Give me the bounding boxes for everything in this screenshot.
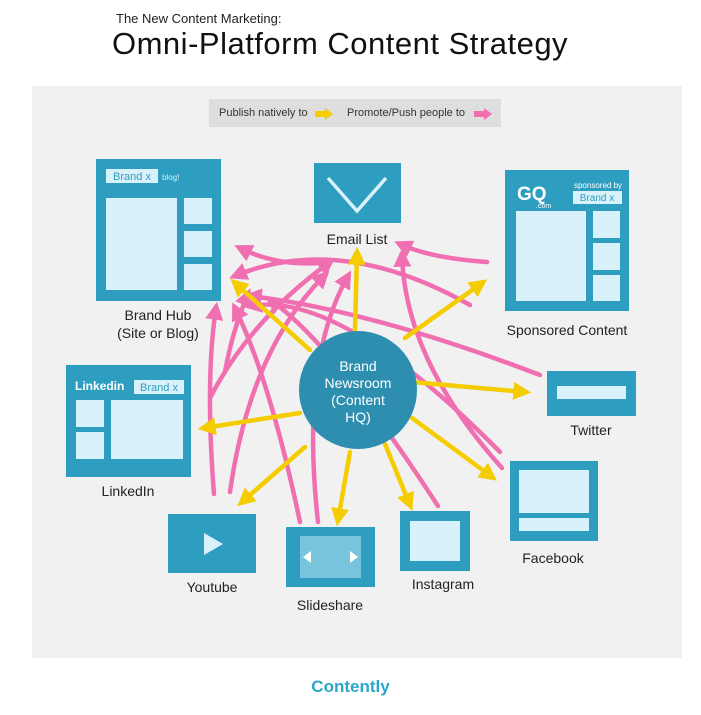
publish-arrows (197, 246, 532, 527)
instagram-node: Instagram (400, 511, 474, 592)
play-icon (204, 533, 223, 555)
promote-arrow-linkedin-to-hub (222, 288, 252, 375)
hub-line-3: (Content (331, 392, 385, 408)
slide-next-icon (350, 551, 358, 563)
promote-arrow-youtube-to-hub (205, 301, 224, 497)
publish-arrow-to-twitter (409, 379, 532, 400)
publish-arrow-to-linkedin (197, 410, 303, 436)
slide-prev-icon (303, 551, 311, 563)
page-title: Omni-Platform Content Strategy (112, 26, 569, 61)
brand-hub-node: Brand x blog! Brand Hub (Site or Blog) (96, 159, 221, 341)
slideshare-node: Slideshare (286, 527, 375, 613)
legend-publish-arrow-icon (315, 108, 333, 120)
publish-arrow-to-sponsored (402, 279, 488, 341)
email-node: Email List (314, 163, 401, 247)
publish-arrow-to-hub (230, 278, 313, 353)
publish-arrow-to-facebook (409, 415, 498, 481)
promote-arrow-youtube-to-email (227, 270, 330, 495)
hub-line-2: Newsroom (325, 375, 392, 391)
sponsored-by-text: sponsored by (574, 181, 622, 190)
sponsored-tag: Brand x (580, 193, 614, 204)
subtitle: The New Content Marketing: (116, 11, 282, 26)
sponsored-node: GQ .com sponsored by Brand x Sponsored C… (505, 170, 629, 338)
linkedin-logo: Linkedin (75, 379, 124, 393)
facebook-node: Facebook (510, 461, 598, 566)
brand-hub-label: Brand Hub (125, 307, 192, 323)
promote-arrow-slideshare-to-hub (232, 302, 303, 525)
hub-line-1: Brand (339, 358, 376, 374)
twitter-node: Twitter (547, 371, 636, 438)
legend-promote-label: Promote/Push people to (347, 107, 466, 119)
gq-logo: GQ (517, 184, 547, 205)
brand-hub-label-sub: (Site or Blog) (117, 325, 199, 341)
sponsored-label: Sponsored Content (507, 322, 628, 338)
linkedin-tag: Brand x (140, 382, 178, 394)
promote-arrow-sponsored-to-hub (229, 257, 473, 308)
publish-arrow-to-youtube (237, 444, 308, 507)
brand-hub-tag: Brand x (113, 171, 151, 183)
linkedin-label: LinkedIn (102, 483, 155, 499)
email-label: Email List (327, 231, 388, 247)
promote-arrow-sponsored-to-email (394, 240, 490, 265)
hub-line-4: HQ) (345, 409, 371, 425)
youtube-label: Youtube (187, 579, 238, 595)
youtube-node: Youtube (168, 514, 256, 595)
promote-arrow-facebook-to-email (393, 248, 505, 471)
publish-arrow-to-instagram (382, 441, 414, 511)
publish-arrow-to-slideshare (331, 449, 353, 527)
facebook-label: Facebook (522, 550, 584, 566)
brand-newsroom-hub: Brand Newsroom (Content HQ) (299, 331, 417, 449)
envelope-icon (326, 176, 388, 214)
twitter-label: Twitter (570, 422, 612, 438)
brand-hub-tag2: blog! (162, 173, 179, 182)
linkedin-node: Linkedin Brand x LinkedIn (66, 365, 191, 499)
legend-publish-label: Publish natively to (219, 107, 308, 119)
footer-brand: Contently (311, 677, 390, 696)
slideshare-label: Slideshare (297, 597, 363, 613)
gq-logo-sub: .com (536, 203, 551, 210)
publish-arrow-to-email (347, 246, 366, 333)
legend: Publish natively to Promote/Push people … (209, 99, 501, 127)
legend-promote-arrow-icon (474, 108, 492, 120)
instagram-label: Instagram (412, 576, 474, 592)
